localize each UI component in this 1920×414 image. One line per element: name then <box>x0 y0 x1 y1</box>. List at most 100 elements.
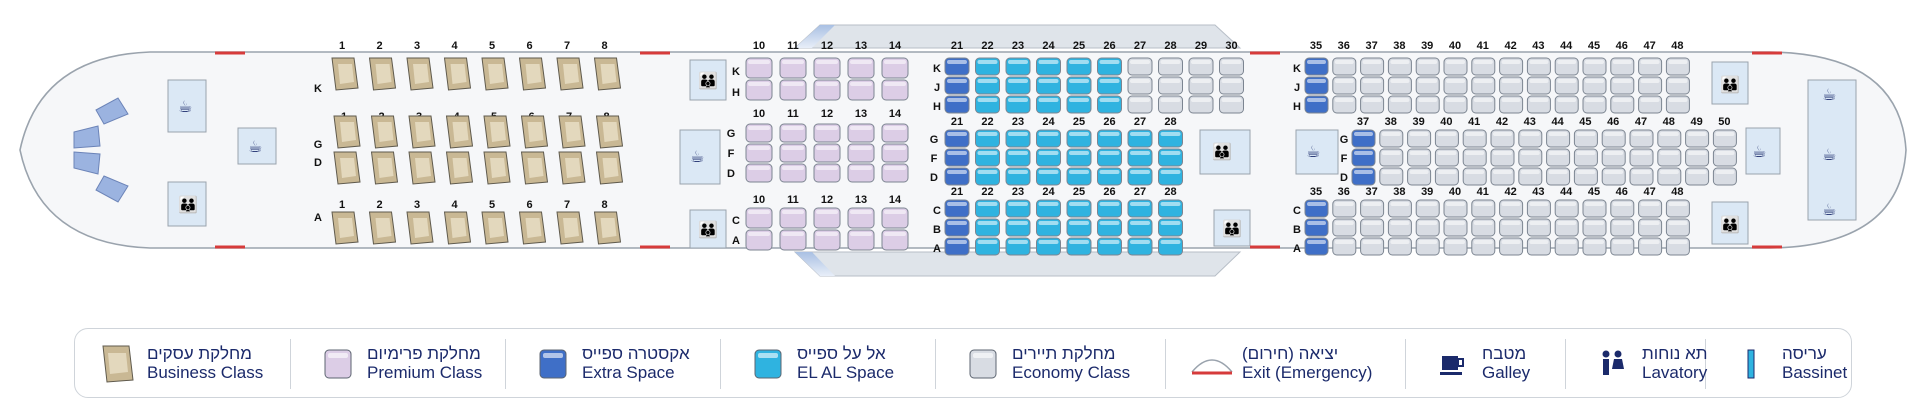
economy-seat-back <box>947 240 967 244</box>
economy-seat-back <box>1008 170 1028 174</box>
economy-seat-back <box>1334 221 1354 225</box>
economy-seat-back <box>1548 132 1568 136</box>
row-number: 12 <box>821 40 833 52</box>
galley-icon: ☕ <box>248 137 262 156</box>
economy-seat-back <box>1069 98 1089 102</box>
premium-seat-back <box>884 166 906 170</box>
economy-seat-back <box>1473 60 1493 64</box>
row-number: 14 <box>889 40 902 52</box>
economy-seat-back <box>947 151 967 155</box>
row-number: 40 <box>1440 116 1452 128</box>
galley-icon <box>1430 342 1474 391</box>
lavatory-icon: 👪 <box>1720 75 1740 94</box>
economy-seat-back <box>1493 132 1512 136</box>
row-number: 13 <box>855 108 867 120</box>
legend-label-english: Exit (Emergency) <box>1242 363 1373 382</box>
rear-lavatory-2 <box>1711 201 1749 245</box>
economy-seat-back <box>1632 170 1651 174</box>
legend-label-hebrew: יציאה (חירום) <box>1242 344 1339 363</box>
row-number: 35 <box>1310 186 1322 198</box>
bassinet-icon <box>1730 342 1774 391</box>
row-number: 47 <box>1643 40 1655 52</box>
economy-seat-back <box>1659 170 1679 174</box>
economy-seat-back <box>1437 151 1457 155</box>
economy-seat-back <box>1446 98 1465 102</box>
seat-letter: G <box>930 134 939 146</box>
row-number: 41 <box>1477 40 1489 52</box>
economy-seat-back <box>1130 98 1150 102</box>
economy-seat-back <box>1473 240 1493 244</box>
economy-seat-back <box>1465 132 1485 136</box>
economy-seat-back <box>947 98 967 102</box>
seat-letter: J <box>1294 82 1300 94</box>
legend-label-english: Business Class <box>147 363 264 382</box>
seat-letter: K <box>933 63 941 75</box>
exit-marks <box>215 51 1782 249</box>
business-seat-cushion <box>452 122 469 142</box>
business-seat-cushion <box>565 158 581 178</box>
economy-seat-back <box>1008 240 1028 244</box>
seat-letter: A <box>933 243 941 255</box>
economy-seat-back <box>1069 60 1089 64</box>
business-seat-cushion <box>413 218 429 238</box>
premium-seat-back <box>884 210 906 214</box>
row-number: 23 <box>1012 186 1024 198</box>
economy-seat-back <box>1715 170 1735 174</box>
business-seat-cushion <box>340 158 356 178</box>
row-number: 44 <box>1551 116 1564 128</box>
economy-seat-back <box>1446 79 1465 83</box>
economy-seat-back <box>1362 79 1382 83</box>
row-number: 26 <box>1103 40 1115 52</box>
economy-seat-back <box>1585 60 1604 64</box>
seat-letter: A <box>1293 243 1301 255</box>
economy-seat-back <box>977 202 998 206</box>
row-number: 27 <box>1134 116 1146 128</box>
lavatory-block-1 <box>689 59 727 101</box>
business-seat-cushion <box>565 122 581 142</box>
economy-seat-back <box>1160 151 1181 155</box>
row-number: 5 <box>489 40 495 52</box>
row-number: 48 <box>1671 40 1683 52</box>
row-number: 41 <box>1468 116 1480 128</box>
economy-seat-back <box>1501 98 1521 102</box>
legend-separator <box>1705 339 1706 389</box>
row-number: 44 <box>1560 40 1573 52</box>
premium-seat-back <box>748 82 770 86</box>
premium-seat-back <box>782 126 804 130</box>
premium-seat-back <box>748 232 770 236</box>
row-number: 26 <box>1103 116 1115 128</box>
seat-letter: H <box>933 101 941 113</box>
el-al-space-seat-icon <box>745 342 789 391</box>
economy-seat-back <box>1529 60 1549 64</box>
economy-seat-back <box>1585 79 1604 83</box>
economy-seat-back <box>1668 79 1688 83</box>
lavatory-icon: 👪 <box>698 71 718 90</box>
row-number: 21 <box>951 40 963 52</box>
business-seat-cushion <box>377 122 394 142</box>
seat-letter: K <box>1293 63 1301 75</box>
economy-seat-back <box>1160 60 1181 64</box>
economy-seat-back <box>1493 170 1512 174</box>
economy-seat-back <box>1038 60 1059 64</box>
economy-seat-back <box>1038 151 1059 155</box>
seat-letter: C <box>933 205 941 217</box>
legend-label-hebrew: אל על ספייס <box>797 344 886 363</box>
legend-label-hebrew: מחלקת עסקים <box>147 344 252 363</box>
economy-seat-back <box>1099 151 1120 155</box>
economy-seat-back <box>1612 202 1632 206</box>
economy-seat-back <box>1390 202 1410 206</box>
seat-letter: A <box>732 235 740 247</box>
galley-icon: ☕ <box>1822 200 1836 219</box>
lavatory-icon: 👪 <box>178 195 198 214</box>
row-number: 7 <box>564 199 570 211</box>
economy-seat-back <box>977 79 998 83</box>
seat-letter: G <box>1340 134 1349 146</box>
economy-seat-back <box>1557 60 1577 64</box>
galley-icon: ☕ <box>1306 142 1320 161</box>
economy-seat-back <box>977 151 998 155</box>
economy-seat-back <box>1334 240 1354 244</box>
seat-letter: C <box>1293 205 1301 217</box>
economy-seat-back <box>1409 132 1429 136</box>
economy-seat-back <box>1390 79 1410 83</box>
row-number: 24 <box>1042 186 1055 198</box>
